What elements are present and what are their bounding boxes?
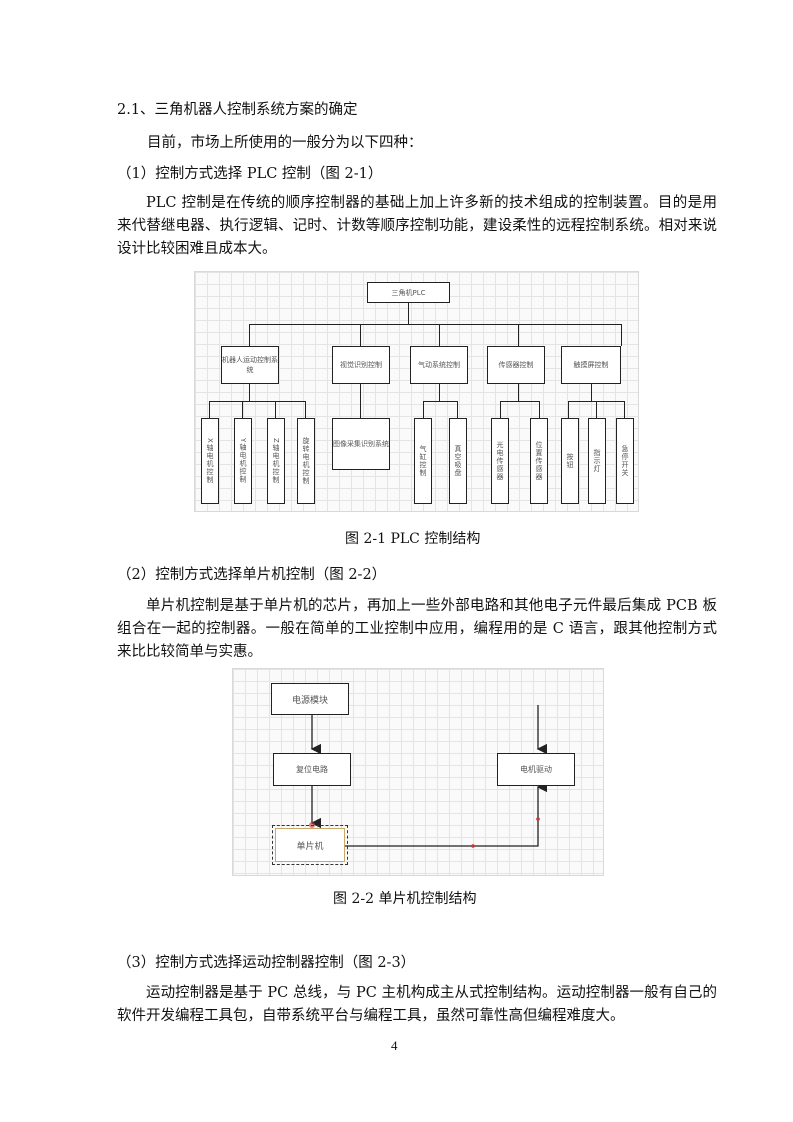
fig1-branch-box: 机器人运动控制系统 xyxy=(221,346,279,384)
intro-text: 目前，市场上所使用的一般分为以下四种： xyxy=(147,135,423,151)
fig2-power-box: 电源模块 xyxy=(271,683,349,715)
fig1-leaf-box: 按钮 xyxy=(561,418,579,504)
fig1-leaf-box: 图像采集识别系统 xyxy=(332,418,390,470)
fig1-branch-box: 触摸屏控制 xyxy=(561,346,621,384)
fig2-driver-box: 电机驱动 xyxy=(497,753,575,786)
item1-paragraph: PLC 控制是在传统的顺序控制器的基础上加上许多新的技术组成的控制装置。目的是用… xyxy=(117,195,717,257)
fig1-branch-box: 视觉识别控制 xyxy=(332,346,390,384)
fig1-leaf-box: 位置传感器 xyxy=(530,418,548,504)
fig1-branch-box: 气动系统控制 xyxy=(410,346,468,384)
figure-plc-structure: 三角机PLC 机器人运动控制系统 视觉识别控制 气动系统控制 传感器控制 触摸屏… xyxy=(194,271,639,512)
item3-heading: （3）控制方式选择运动控制器控制（图 2-3） xyxy=(117,955,416,971)
fig1-leaf-box: X轴电机控制 xyxy=(201,418,219,504)
fig1-leaf-box: 急停开关 xyxy=(616,418,634,504)
fig1-leaf-box: 真空吸盘 xyxy=(449,418,467,504)
fig1-branch-box: 传感器控制 xyxy=(487,346,545,384)
fig1-caption: 图 2-1 PLC 控制结构 xyxy=(345,531,481,547)
fig2-connectors xyxy=(309,705,548,848)
item3-paragraph: 运动控制器是基于 PC 总线，与 PC 主机构成主从式控制结构。运动控制器一般有… xyxy=(117,985,717,1024)
item2-paragraph: 单片机控制是基于单片机的芯片，再加上一些外部电路和其他电子元件最后集成 PCB … xyxy=(117,598,717,660)
figure-mcu-structure: 电源模块 复位电路 电机驱动 单片机 xyxy=(232,668,604,876)
fig1-leaf-box: Y轴电机控制 xyxy=(234,418,252,504)
fig1-leaf-box: 指示灯 xyxy=(588,418,606,504)
fig2-reset-box: 复位电路 xyxy=(273,753,351,786)
fig1-root-box: 三角机PLC xyxy=(367,282,450,303)
fig2-mcu-box: 单片机 xyxy=(272,825,348,865)
page-number: 4 xyxy=(391,1038,398,1053)
fig2-caption: 图 2-2 单片机控制结构 xyxy=(333,891,477,907)
fig1-leaf-box: Z轴电机控制 xyxy=(267,418,285,504)
section-heading: 2.1、三角机器人控制系统方案的确定 xyxy=(117,102,358,118)
fig1-leaf-box: 旋转电机控制 xyxy=(297,418,315,504)
item2-heading: （2）控制方式选择单片机控制（图 2-2） xyxy=(117,567,387,583)
fig1-leaf-box: 气缸控制 xyxy=(414,418,432,504)
fig1-leaf-box: 光电传感器 xyxy=(491,418,509,504)
item1-heading: （1）控制方式选择 PLC 控制（图 2-1） xyxy=(117,166,383,182)
